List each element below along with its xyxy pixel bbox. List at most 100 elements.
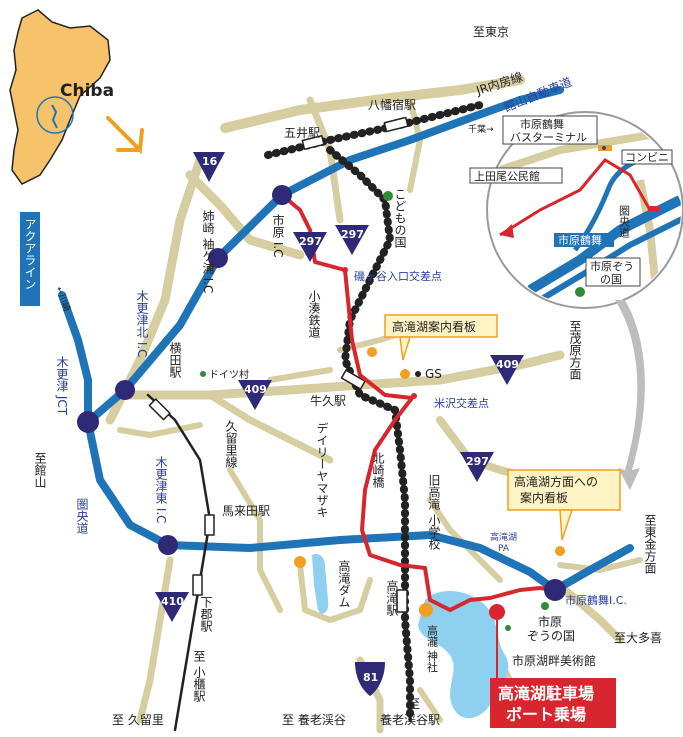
svg-text:410: 410 — [161, 595, 184, 608]
takataki-lake — [418, 590, 509, 719]
shimogori-label: 下郡駅 — [199, 596, 213, 633]
sign2-label: 高滝湖方面への案内看板 — [514, 474, 598, 505]
sign2-marker — [555, 546, 565, 556]
water — [312, 554, 509, 719]
yonezawa-label: 米沢交差点 — [434, 396, 489, 410]
railways — [146, 101, 484, 732]
tsurumai-ic-label: 市原鶴舞I.C. — [565, 593, 627, 607]
kazusa-station-label: 高滝駅 — [385, 579, 399, 617]
tateyama-expressway — [84, 86, 564, 426]
kuriri-label: 久留里線 — [224, 420, 238, 468]
kisarazu-east-ic-label: 木更津東 I.C — [154, 456, 168, 524]
zou-label: 市原ぞうの国 — [527, 614, 575, 643]
destination-marker — [489, 604, 505, 620]
kisarazu-north-ic-marker — [115, 380, 135, 400]
dest-yoro-keikoku: 至 養老渓谷 — [282, 712, 346, 727]
gs-label: GS — [425, 367, 442, 381]
dest-tokyo: 至東京 — [473, 25, 509, 39]
detail-inset: 市原鶴舞 市原鶴舞バスターミナル コンビニ 上田尾公民館 市原ぞうの国 圏央道 — [469, 111, 683, 490]
route-297-shield-c: 297 — [460, 452, 494, 482]
inset-tsurumai-label: 市原鶴舞 — [558, 233, 602, 247]
doitsu-label: ドイツ村 — [209, 368, 249, 381]
map-labels: 至東京 JR内房線 館山自動車道 千葉→ 八幡宿駅 五井駅 こどもの国 市原 I… — [20, 25, 662, 727]
mariyata-label: 馬来田駅 — [222, 504, 270, 518]
isogaya-marker — [342, 267, 348, 273]
arrow-down-right-icon — [106, 116, 144, 155]
aqualine — [58, 291, 92, 426]
kisarazu-jct-marker — [77, 411, 99, 433]
route-81-shield: 81 — [355, 662, 385, 696]
kururi-line — [146, 393, 212, 732]
destination-line2: ボート乗場 — [506, 705, 586, 724]
dest-higashi-kanesa: 至東金方面 — [643, 514, 657, 574]
zou-marker — [541, 602, 549, 610]
dest-mobara: 至茂原方面 — [568, 320, 582, 380]
takataki-dam-label: 高滝ダム — [337, 559, 351, 608]
isogaya-label: 磯ヶ谷入口交差点 — [354, 269, 442, 283]
inset-route-arrow-icon — [500, 224, 514, 238]
destination-box: 高滝湖駐車場 ボート乗場 — [490, 620, 616, 728]
kodomo-marker — [383, 191, 393, 201]
tsurumai-ic-marker — [544, 579, 566, 601]
anegasaki-ic-label: 姉崎 袖ケ浦 I.C — [201, 209, 215, 294]
inset-convenience-label: コンビニ — [625, 151, 669, 164]
svg-text:409: 409 — [496, 358, 519, 371]
kitazakibashi-label: 北崎橋 — [371, 452, 385, 489]
kominato-label: 小湊鉄道 — [307, 290, 321, 338]
interchanges — [77, 185, 566, 601]
svg-text:409: 409 — [244, 383, 267, 396]
route-16-shield: 16 — [193, 152, 225, 182]
sign1-marker-a — [367, 347, 377, 357]
svg-text:297: 297 — [341, 228, 364, 241]
svg-text:16: 16 — [202, 155, 218, 168]
route-409-shield-a: 409 — [490, 355, 524, 385]
shrine-marker — [419, 603, 433, 617]
svg-text:81: 81 — [363, 671, 378, 684]
route-297-shield-b: 297 — [335, 225, 369, 255]
svg-text:297: 297 — [466, 455, 489, 468]
aqualine-label: アクアライン — [23, 218, 37, 290]
museum-label: 市原湖畔美術館 — [512, 653, 596, 668]
route-shields: 16 297 297 409 409 297 410 81 — [155, 152, 524, 696]
recommended-route — [280, 193, 557, 612]
kisarazu-east-ic-marker — [158, 535, 178, 555]
ushiku-label: 牛久駅 — [310, 393, 346, 408]
dest-kobitsu: 至 小櫃駅 — [192, 650, 206, 702]
route-409-shield-b: 409 — [238, 380, 272, 410]
yokota-label: 横田駅 — [168, 342, 182, 379]
gs-marker — [415, 371, 421, 377]
ken-o-label: 圏央道 — [75, 498, 89, 534]
kisarazu-north-ic-label: 木更津北 I.C — [135, 290, 149, 358]
dam-marker — [294, 556, 306, 568]
destination-line1: 高滝湖駐車場 — [498, 684, 594, 703]
chiba-inset: Chiba — [9, 9, 144, 185]
local-roads — [105, 75, 643, 734]
sign1-label: 高滝湖案内看板 — [392, 319, 476, 334]
dest-otaki: 至大多喜 — [614, 631, 662, 645]
ichihara-ic-label: 市原 I.C — [271, 213, 285, 258]
callout-sign1: 高滝湖案内看板 — [384, 314, 498, 361]
yonezawa-marker — [411, 393, 417, 399]
anegasaki-ic-marker — [208, 248, 228, 268]
dest-chiba: 千葉→ — [468, 123, 494, 135]
yawatajuku-label: 八幡宿駅 — [368, 97, 416, 112]
landmarks — [200, 191, 565, 631]
inset-pointer — [615, 300, 645, 490]
inset-ken-o-label: 圏央道 — [618, 205, 631, 238]
shrine-label: 高瀧 神社 — [426, 624, 439, 673]
kodomo-label: こどもの国 — [393, 188, 407, 248]
goi-label: 五井駅 — [284, 126, 320, 140]
jr-uchibo-label: JR内房線 — [473, 69, 524, 98]
inset-bus-terminal-label: 市原鶴舞バスターミナル — [510, 117, 587, 144]
route-297-shield-a: 297 — [293, 232, 327, 262]
route-410-shield: 410 — [155, 592, 189, 622]
old-school-label: 旧高滝 小学校 — [427, 474, 441, 550]
svg-text:297: 297 — [299, 235, 322, 248]
dest-tateyama: 至館山 — [33, 452, 47, 488]
dest-kururi: 至 久留里 — [112, 713, 164, 727]
sign1-marker-b — [400, 369, 410, 379]
callout-sign2: 高滝湖方面への案内看板 — [507, 469, 621, 541]
dest-kawasaki: ←川崎 — [53, 285, 73, 313]
